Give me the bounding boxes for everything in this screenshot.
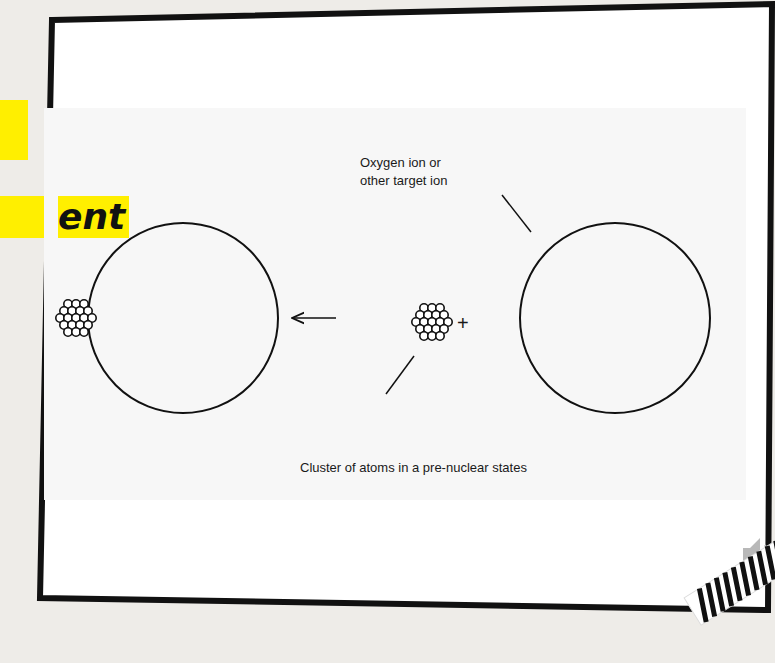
target-ion-circle	[520, 223, 710, 413]
leader-line	[502, 195, 531, 232]
scan-area	[44, 108, 746, 500]
leader-line	[386, 356, 414, 394]
atom-cluster	[412, 304, 452, 340]
motion-arrow	[292, 317, 336, 319]
target-ion-circle	[88, 223, 278, 413]
tape-decoration	[684, 540, 775, 625]
slide-frame	[40, 4, 772, 610]
highlight-block	[0, 100, 28, 160]
callout-label: Oxygen ion or other target ion	[360, 154, 460, 190]
highlight-title-fragment: ent	[58, 196, 129, 238]
atom-cluster	[56, 300, 96, 336]
callout-label: Cluster of atoms in a pre-nuclear states	[300, 459, 527, 477]
plus-sign: +	[457, 313, 469, 333]
